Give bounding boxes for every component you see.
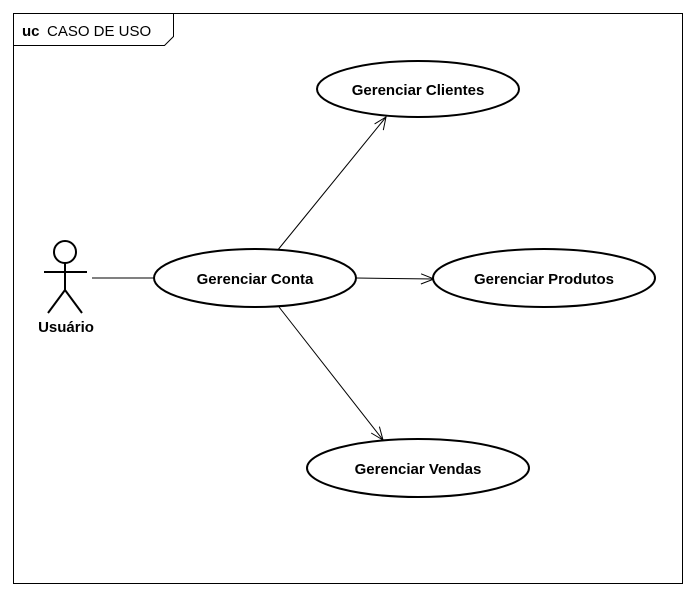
frame-tab: [13, 13, 174, 46]
usecase-oval: [306, 438, 530, 498]
usecase-gerenciar-vendas[interactable]: Gerenciar Vendas: [306, 438, 530, 498]
usecase-label: Gerenciar Clientes: [352, 82, 485, 99]
actor-right-leg: [64, 289, 83, 314]
usecase-oval: [153, 248, 357, 308]
usecase-label: Gerenciar Vendas: [355, 461, 482, 478]
usecase-label: Gerenciar Produtos: [474, 271, 614, 288]
actor-left-leg: [47, 289, 66, 314]
edge-account-products: [355, 277, 435, 280]
usecase-oval: [316, 60, 520, 118]
usecase-gerenciar-produtos[interactable]: Gerenciar Produtos: [432, 248, 656, 308]
usecase-gerenciar-clientes[interactable]: Gerenciar Clientes: [316, 60, 520, 118]
edge-account-clients: [276, 116, 387, 252]
frame-border: [13, 13, 683, 584]
actor-head: [53, 240, 77, 264]
arrowhead-clients: [374, 115, 387, 131]
frame-keyword: uc: [22, 23, 40, 40]
usecase-gerenciar-conta[interactable]: Gerenciar Conta: [153, 248, 357, 308]
edge-account-sales: [278, 306, 384, 441]
diagram-frame: uc CASO DE USO: [13, 13, 683, 584]
usecase-label: Gerenciar Conta: [197, 271, 314, 288]
actor-usuario[interactable]: Usuário: [38, 240, 94, 336]
frame-title: CASO DE USO: [47, 23, 151, 40]
usecase-oval: [432, 248, 656, 308]
actor-label: Usuário: [38, 319, 94, 336]
